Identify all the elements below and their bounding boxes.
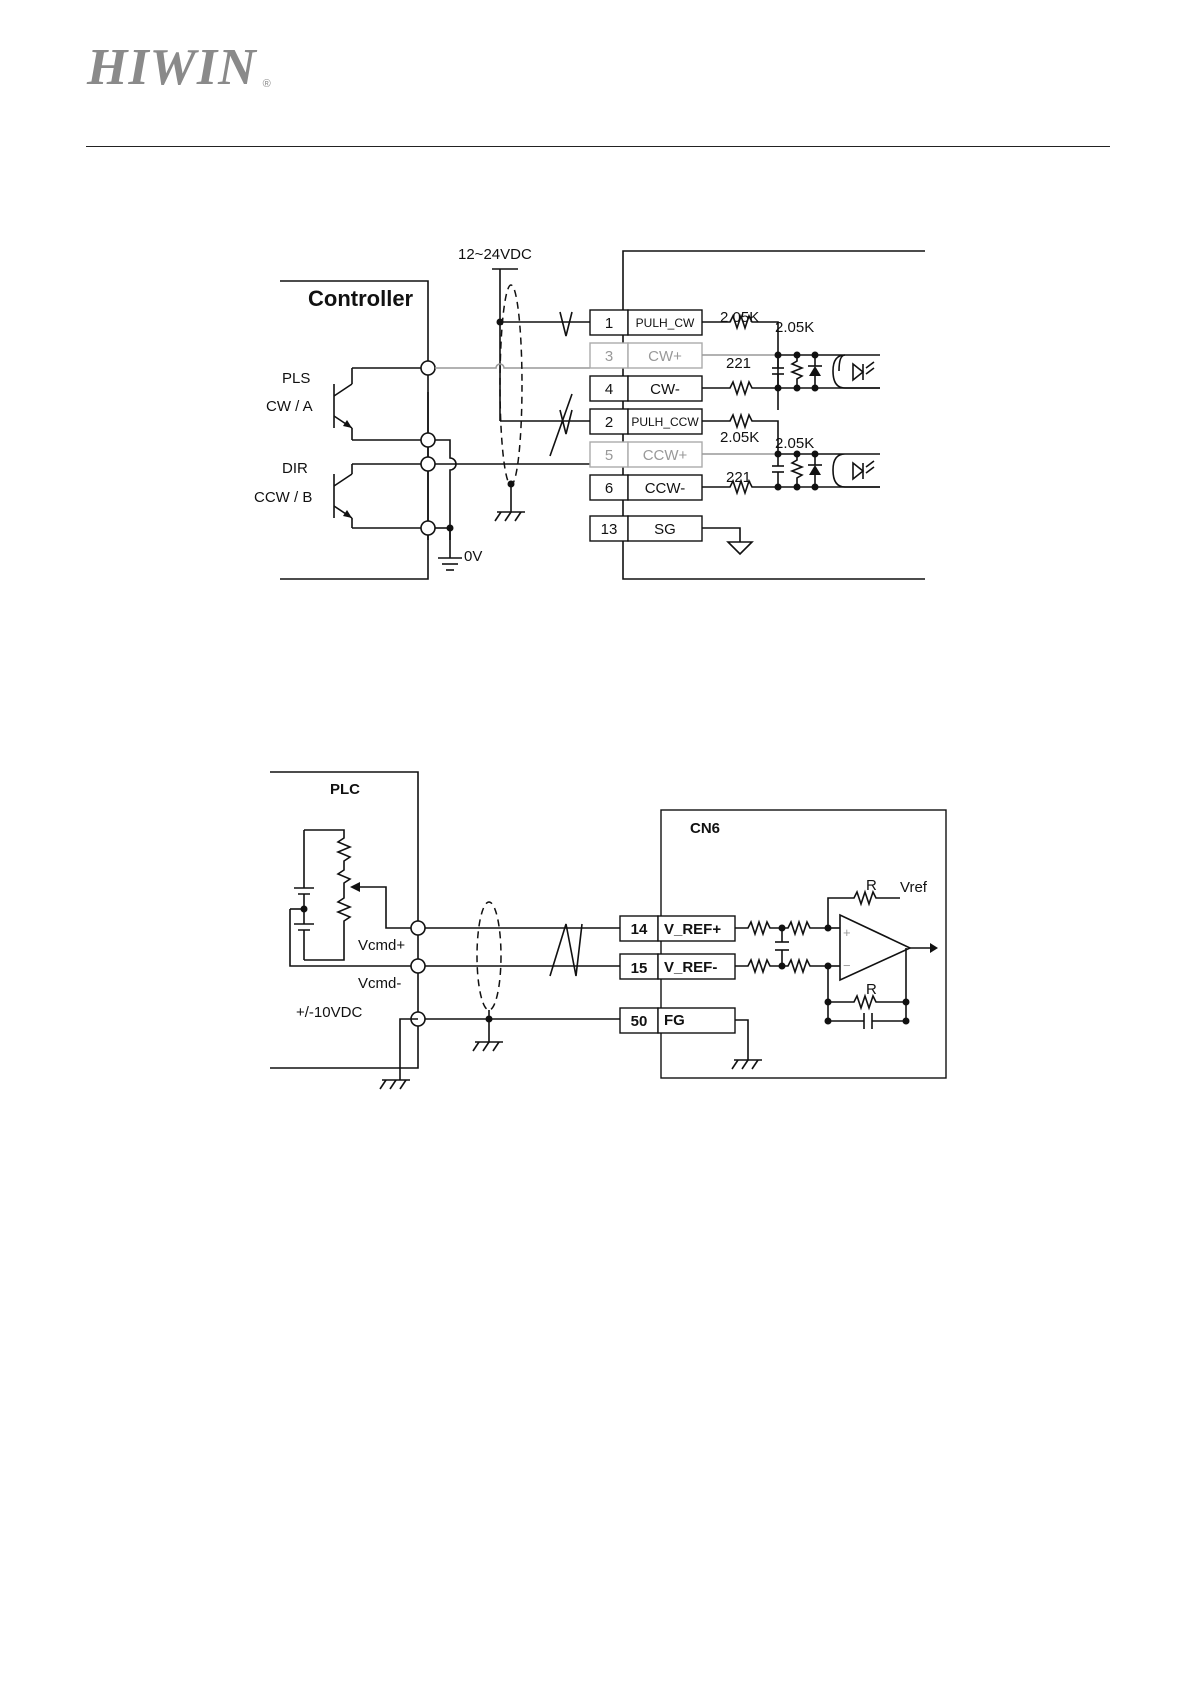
r-bottom-label: R [866,981,877,998]
zero-v-label: 0V [464,548,482,565]
differential-amplifier-circuit [735,892,938,1029]
terminal-vcmd-plus [411,921,425,935]
terminal-dir-e [421,521,435,535]
terminal-dir [421,457,435,471]
pls-label: PLS [282,370,310,387]
pin-1-number: 1 [605,315,613,332]
pin-5-name: CCW+ [643,447,688,464]
cw-minus-wire [435,364,590,368]
res-b3-label: 221 [726,469,751,486]
analog-wiring-diagram: PLC Vcmd+ Vcmd- +/-10VDC CN6 [260,770,960,1110]
pin-5-number: 5 [605,447,613,464]
pin-2-number: 2 [605,414,613,431]
supply-label-2: +/-10VDC [296,1004,362,1021]
res-a3-label: 221 [726,355,751,372]
res-a2-label: 2.05K [775,319,814,336]
plc-frame [270,772,418,1068]
pin-4-name: CW- [650,381,680,398]
pin-14-name: V_REF+ [664,921,721,938]
pin-14-number: 14 [631,921,648,938]
cable-shield-icon-2 [477,902,501,1010]
logo-text: HIWIN [87,39,257,96]
zero-v-ground-icon [438,558,462,570]
terminal-pls-e [421,433,435,447]
pin-50-number: 50 [631,1013,648,1030]
drive-ground-icon [732,1060,762,1069]
pin-2-name: PULH_CCW [631,415,699,429]
cw-a-label: CW / A [266,398,313,415]
ccw-b-label: CCW / B [254,489,312,506]
shield-ground-icon [495,512,525,521]
supply-label: 12~24VDC [458,246,532,263]
res-b1-label: 2.05K [720,429,759,446]
pin-6-number: 6 [605,480,613,497]
hiwin-logo: HIWIN ® [87,40,257,96]
opamp-plus-sign: + [843,925,851,940]
vcmd-minus-label: Vcmd- [358,975,401,992]
pin-15-name: V_REF- [664,959,717,976]
pin-4-number: 4 [605,381,613,398]
pin-13-number: 13 [601,521,618,538]
dir-label: DIR [282,460,308,477]
controller-frame [280,281,428,579]
pin-6-name: CCW- [645,480,686,497]
pin-3-number: 3 [605,348,613,365]
shield-ground-icon-2 [473,1042,503,1051]
terminal-pls [421,361,435,375]
pulse-wiring-diagram: Controller 12~24VDC PLS CW / A DIR CCW /… [260,240,960,590]
plc-ground-icon [380,1080,410,1089]
pin-3-name: CW+ [648,348,682,365]
vcmd-plus-label: Vcmd+ [358,937,405,954]
dir-transistor [334,464,352,528]
pin-13-name: SG [654,521,676,538]
plc-label: PLC [330,781,360,798]
r-top-label: R [866,877,877,894]
pin-50-name: FG [664,1012,685,1029]
header-rule [86,146,1110,147]
pls-transistor [334,368,352,440]
terminal-vcmd-minus [411,959,425,973]
controller-label: Controller [308,286,414,311]
res-b2-label: 2.05K [775,435,814,452]
cable-shield-icon [500,285,522,485]
vref-label: Vref [900,879,928,896]
registered-mark: ® [263,78,271,90]
signal-ground-icon [728,542,752,554]
pin-table: 1 PULH_CW 3 CW+ 4 CW- 2 PULH_CCW 5 CCW+ … [590,310,702,541]
opamp-minus-sign: − [843,958,851,973]
cn6-label: CN6 [690,820,720,837]
res-a1-label: 2.05K [720,309,759,326]
pin-15-number: 15 [631,960,648,977]
pin-1-name: PULH_CW [636,316,695,330]
